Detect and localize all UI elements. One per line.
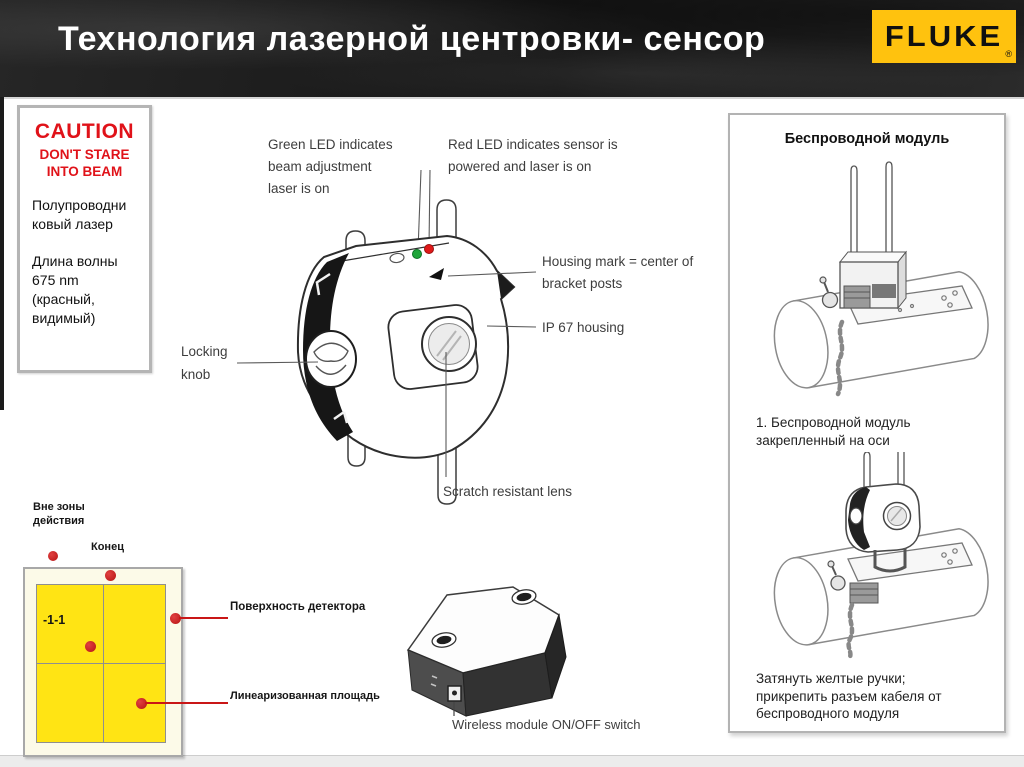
screw-hole-icon: [431, 632, 457, 648]
linearized-leader-line: [145, 702, 228, 704]
sensor-diagram: [236, 169, 537, 505]
hatch-block: [849, 582, 879, 604]
green-led-label: Green LED indicates beam adjustment lase…: [268, 137, 393, 196]
u-handle: [873, 548, 907, 573]
laser-dot-icon: [136, 698, 147, 709]
ip67-label: IP 67 housing: [542, 320, 625, 335]
lens-label: Scratch resistant lens: [443, 484, 573, 499]
red-led-icon: [424, 244, 434, 254]
caution-title: CAUTION: [34, 120, 135, 143]
registered-mark: ®: [1005, 49, 1012, 59]
panel-caption-1: 1. Беспроводной модуль закрепленный на о…: [756, 415, 911, 448]
caution-box: CAUTION DON'T STARE INTO BEAM Полупровод…: [17, 105, 152, 373]
fluke-logo: FLUKE ®: [872, 10, 1016, 63]
wireless-module-panel: Беспроводной модуль: [728, 113, 1006, 733]
caution-laser-type: Полупроводни ковый лазер: [32, 197, 127, 232]
bracket-plate: [847, 542, 973, 582]
detector-cell-label: -1-1: [43, 613, 66, 627]
detector-grid-horizontal: [37, 663, 165, 664]
bracket-rods: [850, 161, 893, 265]
linearized-area-label: Линеаризованная площадь: [230, 690, 380, 702]
bracket-plate: [847, 285, 973, 325]
sensor-on-shaft-drawing: [773, 452, 989, 660]
locking-knob-label: Locking knob: [181, 344, 228, 382]
out-of-range-label: Вне зоны действия: [33, 501, 85, 527]
plate-holes: [941, 548, 958, 565]
slide-header: Технология лазерной центровки- сенсор FL…: [0, 0, 1024, 99]
panel-caption-2: Затянуть желтые ручки; прикрепить разъем…: [756, 671, 942, 721]
onoff-switch-icon: [447, 685, 462, 702]
red-led-label: Red LED indicates sensor is powered and …: [448, 137, 618, 174]
screw-hole-icon: [511, 589, 537, 605]
footer-strip: [0, 755, 1024, 767]
caution-warning: DON'T STARE INTO BEAM: [39, 147, 130, 179]
fluke-logo-text: FLUKE: [884, 19, 1004, 53]
locking-knob-detail: [313, 342, 349, 375]
housing-mark: [429, 268, 444, 280]
module-right-face: [544, 613, 567, 699]
caution-wavelength: Длина волны 675 nm (красный, видимый): [32, 253, 118, 326]
module-on-shaft-drawing: [773, 161, 989, 397]
detector-surface-label: Поверхность детектора: [230, 601, 366, 613]
panel-title: Беспроводной модуль: [784, 131, 950, 147]
end-label: Конец: [91, 541, 124, 553]
detector-surface-box: [36, 584, 166, 743]
panel-slots: [315, 272, 349, 424]
wireless-module-drawing: [406, 586, 567, 717]
detector-outer-box: [23, 567, 183, 757]
page-title: Технология лазерной центровки- сенсор: [58, 20, 766, 58]
surface-leader-line: [179, 617, 228, 619]
lens-glass: [428, 323, 470, 365]
chain: [846, 602, 855, 660]
laser-dot-icon: [170, 613, 181, 624]
led-leader-lines: [417, 169, 431, 252]
locking-knob: [305, 330, 357, 388]
wireless-switch-label: Wireless module ON/OFF switch: [452, 717, 641, 732]
plate-holes: [897, 290, 958, 313]
laser-dot-icon: [85, 641, 96, 652]
annotation-leader-lines: [236, 271, 537, 477]
housing-right-wedge: [497, 271, 514, 299]
clamp-knob: [827, 560, 846, 591]
clamp-knob: [819, 276, 839, 309]
laser-dot-icon: [48, 551, 58, 561]
green-led-icon: [412, 249, 422, 259]
chain: [835, 319, 845, 397]
sensor-head: [845, 483, 921, 553]
housing-mark-label: Housing mark = center of bracket posts: [542, 254, 694, 291]
left-edge-line: [0, 97, 4, 410]
laser-dot-icon: [105, 570, 116, 581]
wireless-module-box: [838, 250, 908, 310]
top-port: [389, 252, 405, 264]
side-markings: [430, 675, 438, 687]
